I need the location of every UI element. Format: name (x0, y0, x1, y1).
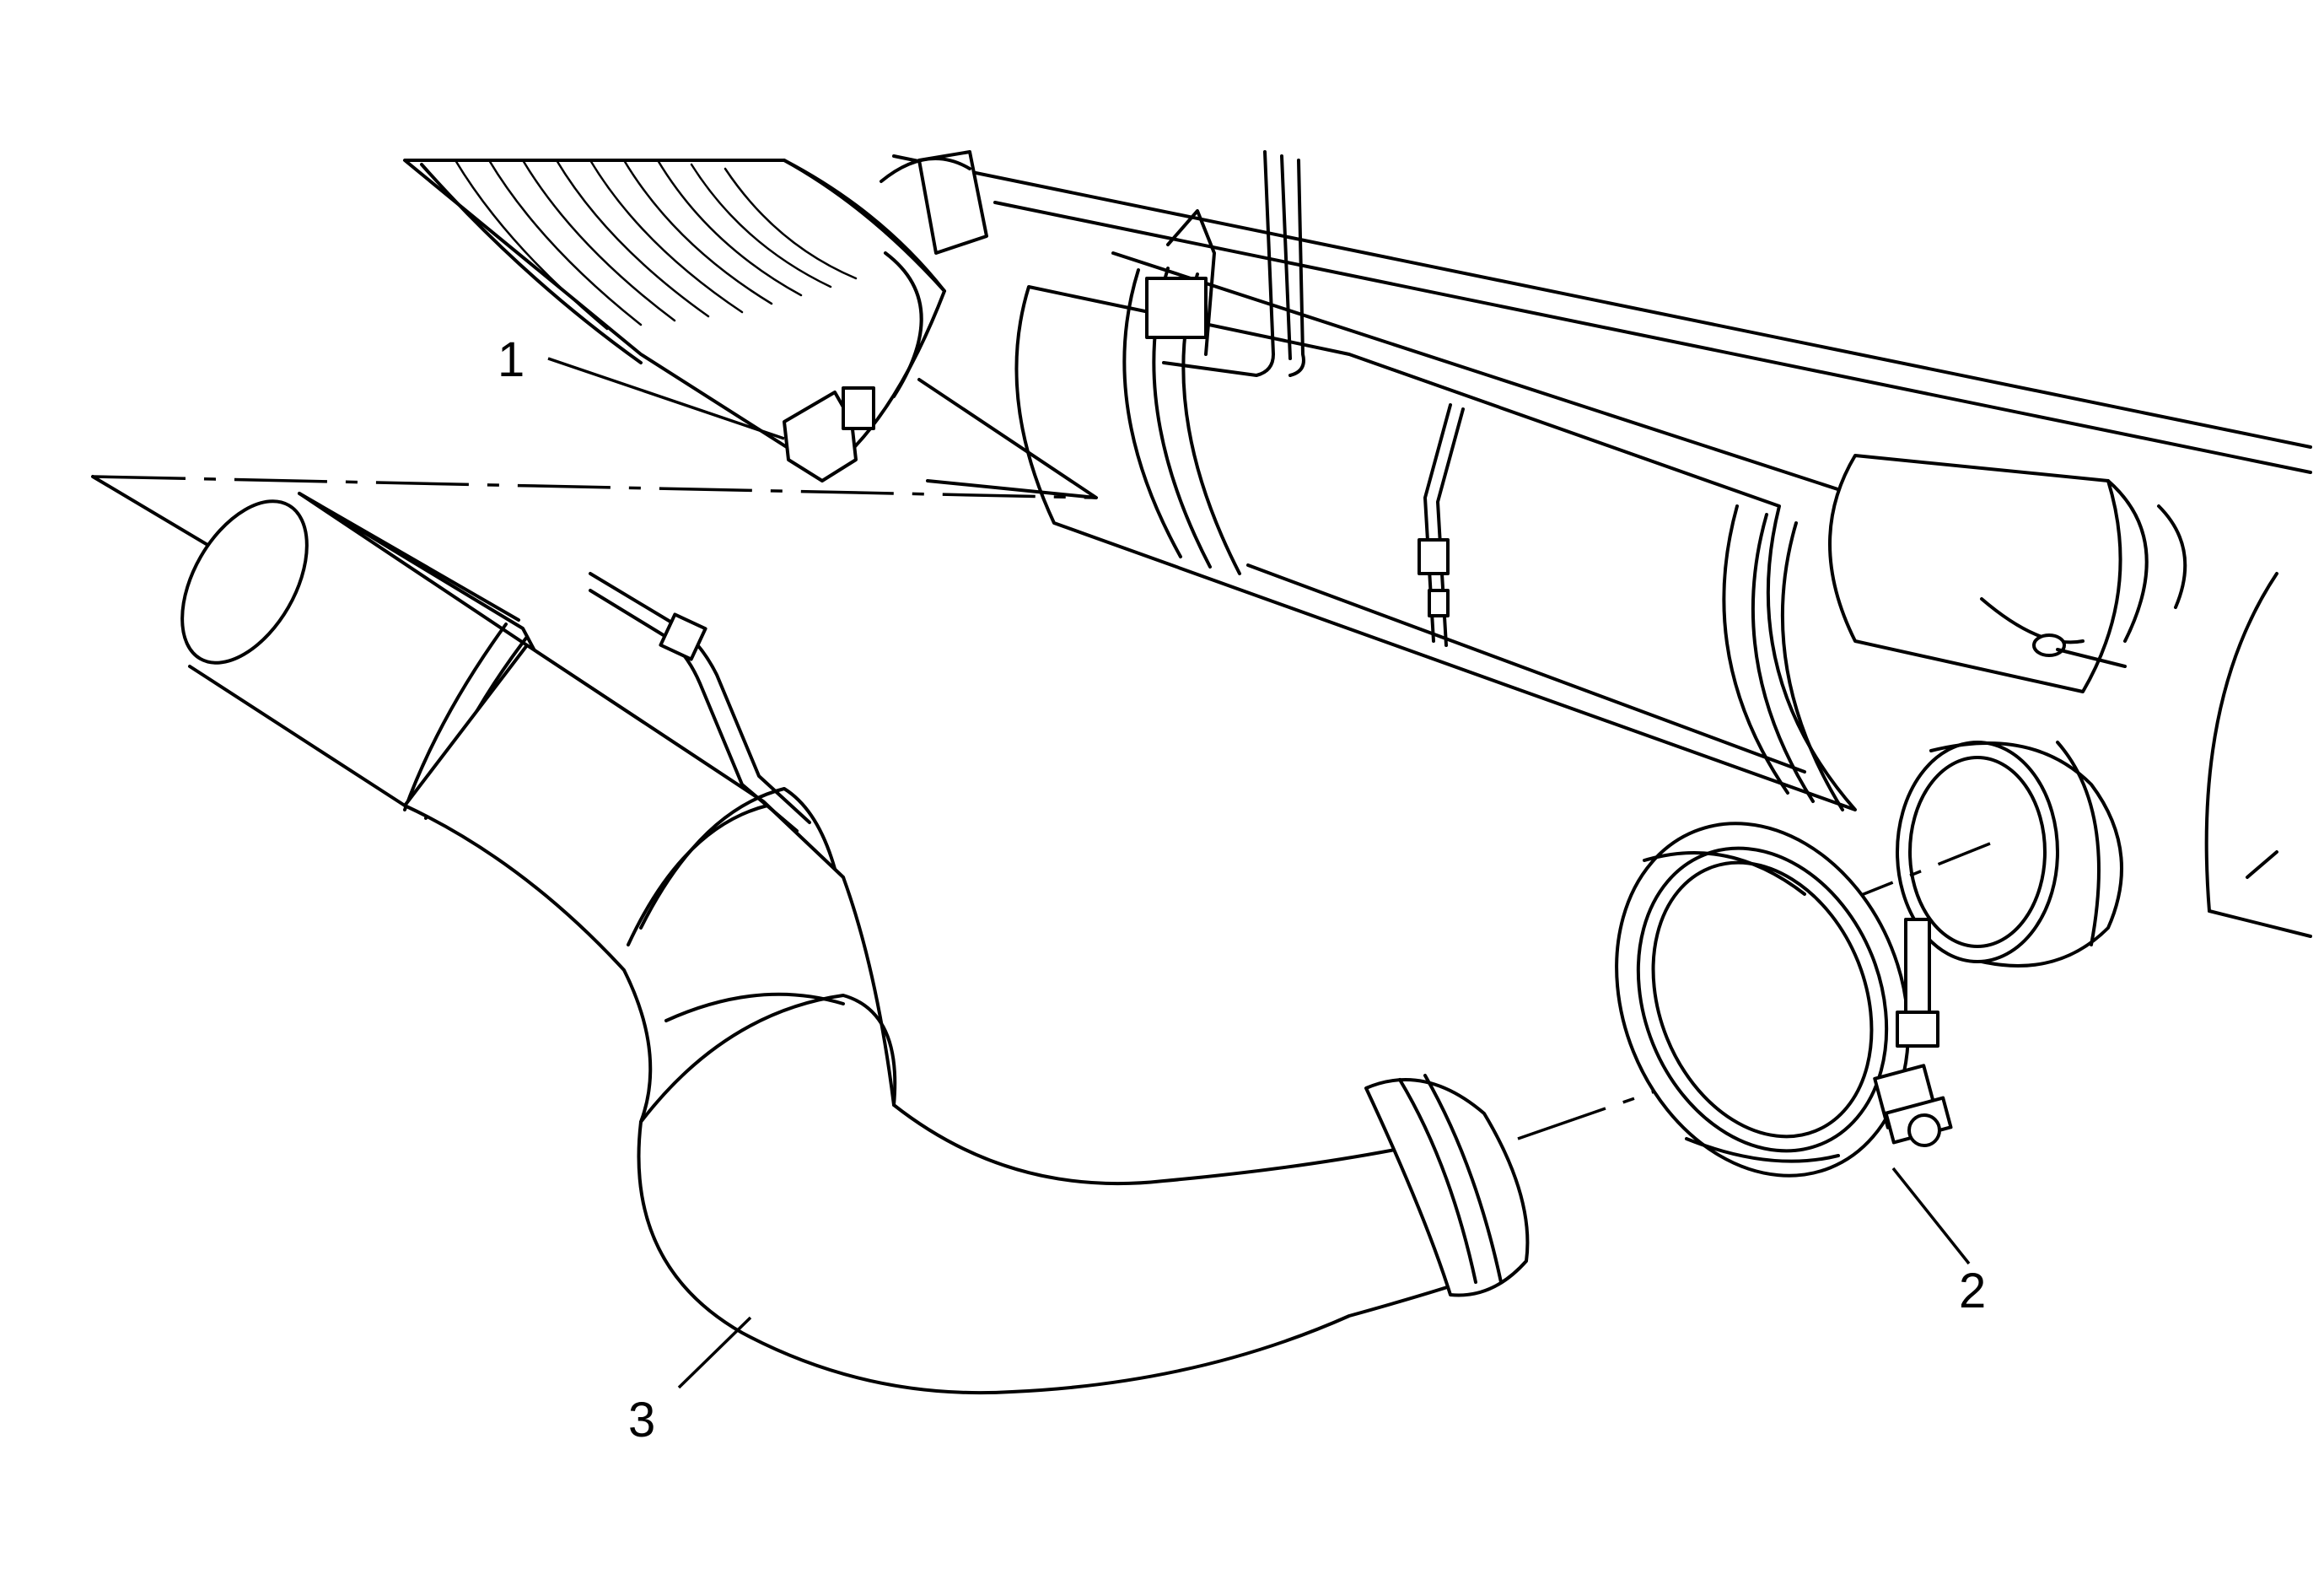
leader-3 (677, 1316, 752, 1389)
exhaust-pipe (180, 492, 1530, 1395)
leader-1 (547, 357, 785, 440)
v-band-clamp (1615, 822, 1953, 1178)
exhaust-canister-assembly (880, 150, 2312, 968)
callout-2: 2 (1959, 1264, 1987, 1318)
flex-pipe-with-clamp (403, 159, 946, 482)
callout-3: 3 (628, 1393, 656, 1447)
leader-2 (1891, 1167, 1971, 1265)
callout-1: 1 (498, 332, 525, 387)
